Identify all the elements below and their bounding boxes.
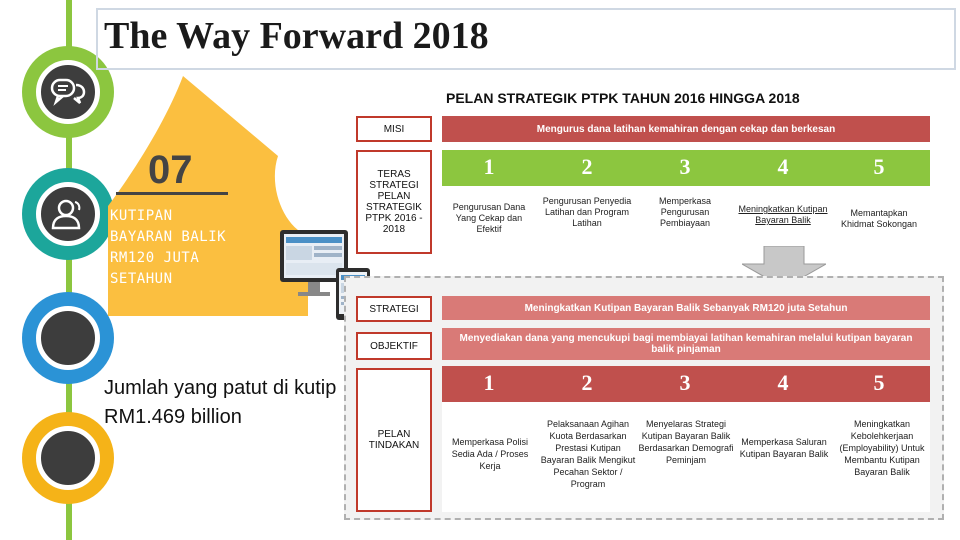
teras-number-4: 4 [777, 154, 789, 179]
tindakan-number-bar [442, 366, 930, 402]
orange-banner [108, 76, 308, 316]
tindakan-item-5: Meningkatkan Kebolehkerjaan (Employabili… [839, 419, 925, 477]
tindakan-number-4: 4 [777, 370, 789, 395]
teras-number-3: 3 [679, 154, 691, 179]
teras-number-1: 1 [483, 154, 495, 179]
teras-number-2: 2 [581, 154, 593, 179]
misi-label: MISI [356, 116, 432, 142]
tindakan-items-area [442, 402, 930, 512]
tindakan-number-2: 2 [581, 370, 593, 395]
tindakan-item-1: Memperkasa Polisi Sedia Ada / Proses Ker… [451, 437, 529, 471]
banner-text: KUTIPAN BAYARAN BALIK RM120 JUTA SETAHUN [110, 208, 227, 287]
timeline-node-user[interactable] [22, 168, 114, 260]
timeline-node-chat[interactable] [22, 46, 114, 138]
objektif-label: OBJEKTIF [356, 332, 432, 360]
teras-item-2: Pengurusan Penyedia Latihan dan Program … [542, 196, 632, 228]
teras-number-bar [442, 150, 930, 186]
banner-divider [116, 192, 228, 195]
teras-items-area [442, 186, 930, 254]
teras-item-1: Pengurusan Dana Yang Cekap dan Efektif [452, 202, 526, 234]
teras-item-4: Meningkatkan Kutipan Bayaran Balik [738, 204, 828, 225]
tindakan-number-5: 5 [873, 370, 885, 395]
timeline-node-4[interactable] [22, 412, 114, 504]
teras-number-5: 5 [873, 154, 885, 179]
teras-label: TERAS STRATEGI PELAN STRATEGIK PTPK 2016… [356, 150, 432, 254]
tindakan-item-2: Pelaksanaan Agihan Kuota Berdasarkan Pre… [540, 419, 636, 489]
teras-item-5: Memantapkan Khidmat Sokongan [840, 208, 918, 229]
page-title: The Way Forward 2018 [104, 15, 489, 57]
tindakan-number-3: 3 [679, 370, 691, 395]
tindakan-label: PELAN TINDAKAN [356, 368, 432, 512]
timeline-node-4-inner [36, 426, 100, 490]
tindakan-number-1: 1 [483, 370, 495, 395]
chat-icon [36, 60, 100, 124]
strategi-bar: Meningkatkan Kutipan Bayaran Balik Seban… [442, 296, 930, 320]
tindakan-item-3: Menyelaras Strategi Kutipan Bayaran Bali… [638, 419, 734, 465]
note-text: Jumlah yang patut di kutip RM1.469 billi… [104, 377, 337, 428]
title-frame [96, 8, 956, 70]
misi-bar: Mengurus dana latihan kemahiran dengan c… [442, 116, 930, 142]
timeline-node-3-inner [36, 306, 100, 370]
strategi-label: STRATEGI [356, 296, 432, 322]
timeline-node-3[interactable] [22, 292, 114, 384]
user-icon [36, 182, 100, 246]
timeline-line [66, 0, 72, 540]
objektif-bar: Menyediakan dana yang mencukupi bagi mem… [442, 328, 930, 360]
tindakan-item-4: Memperkasa Saluran Kutipan Bayaran Balik [739, 437, 829, 459]
banner-number: 07 [148, 148, 193, 192]
teras-item-3: Memperkasa Pengurusan Pembiayaan [658, 196, 712, 228]
plan-heading: PELAN STRATEGIK PTPK TAHUN 2016 HINGGA 2… [446, 90, 800, 106]
